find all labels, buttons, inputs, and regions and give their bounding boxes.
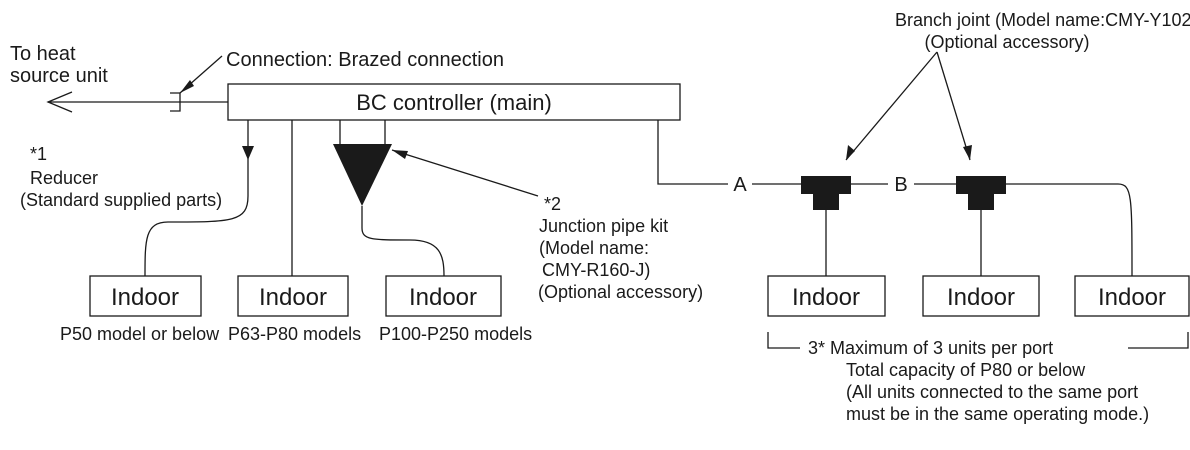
indoor-unit-4: Indoor xyxy=(767,275,886,317)
svg-text:Indoor: Indoor xyxy=(111,284,179,311)
junction-model-line1: (Model name: xyxy=(539,238,649,258)
heat-source-arrow xyxy=(46,91,180,113)
port-note-line1: 3* Maximum of 3 units per port xyxy=(808,338,1053,358)
svg-text:Indoor: Indoor xyxy=(1098,284,1166,311)
pipe-label-a: A xyxy=(733,174,747,196)
indoor-unit-6: Indoor xyxy=(1074,275,1190,317)
heat-source-label-line1: To heat xyxy=(10,43,76,65)
indoor-unit-3: Indoor xyxy=(385,275,502,317)
branch-joint-2 xyxy=(956,176,1006,210)
branch-joint-accessory: (Optional accessory) xyxy=(924,32,1089,52)
junction-pipe-kit xyxy=(333,120,539,277)
reducer-note: *1 xyxy=(30,144,47,164)
indoor-caption-2: P63-P80 models xyxy=(228,324,361,344)
branch-joint-name: Branch joint (Model name:CMY-Y102S-G2) xyxy=(895,10,1190,30)
reducer-pipe xyxy=(144,120,254,277)
reducer-name: Reducer xyxy=(30,168,98,188)
pipe-label-b: B xyxy=(894,174,907,196)
svg-text:Indoor: Indoor xyxy=(947,284,1015,311)
port-note-line2: Total capacity of P80 or below xyxy=(846,360,1086,380)
branch-joint-1 xyxy=(801,176,851,210)
branch-joint-callout xyxy=(845,51,972,161)
junction-model-line2: CMY-R160-J) xyxy=(542,260,650,280)
reducer-detail: (Standard supplied parts) xyxy=(20,190,222,210)
indoor-unit-1: Indoor xyxy=(89,275,202,317)
indoor-caption-1: P50 model or below xyxy=(60,324,220,344)
reducer-symbol xyxy=(242,146,254,160)
port-note-line4: must be in the same operating mode.) xyxy=(846,404,1149,424)
connection-label: Connection: Brazed connection xyxy=(226,49,504,71)
heat-source-label-line2: source unit xyxy=(10,65,108,87)
indoor-unit-5: Indoor xyxy=(922,275,1040,317)
port-group-bracket xyxy=(767,332,1189,349)
indoor-caption-3: P100-P250 models xyxy=(379,324,532,344)
port-piping xyxy=(657,120,1133,277)
junction-name: Junction pipe kit xyxy=(539,216,668,236)
indoor-unit-2: Indoor xyxy=(237,275,349,317)
bc-controller-label: BC controller (main) xyxy=(356,90,552,115)
brazed-connection-symbol xyxy=(170,55,228,112)
junction-accessory: (Optional accessory) xyxy=(538,282,703,302)
bc-controller-box xyxy=(227,83,681,121)
junction-note: *2 xyxy=(544,194,561,214)
junction-symbol xyxy=(333,144,392,206)
svg-text:Indoor: Indoor xyxy=(792,284,860,311)
svg-text:Indoor: Indoor xyxy=(259,284,327,311)
port-note-line3: (All units connected to the same port xyxy=(846,382,1138,402)
svg-text:Indoor: Indoor xyxy=(409,284,477,311)
